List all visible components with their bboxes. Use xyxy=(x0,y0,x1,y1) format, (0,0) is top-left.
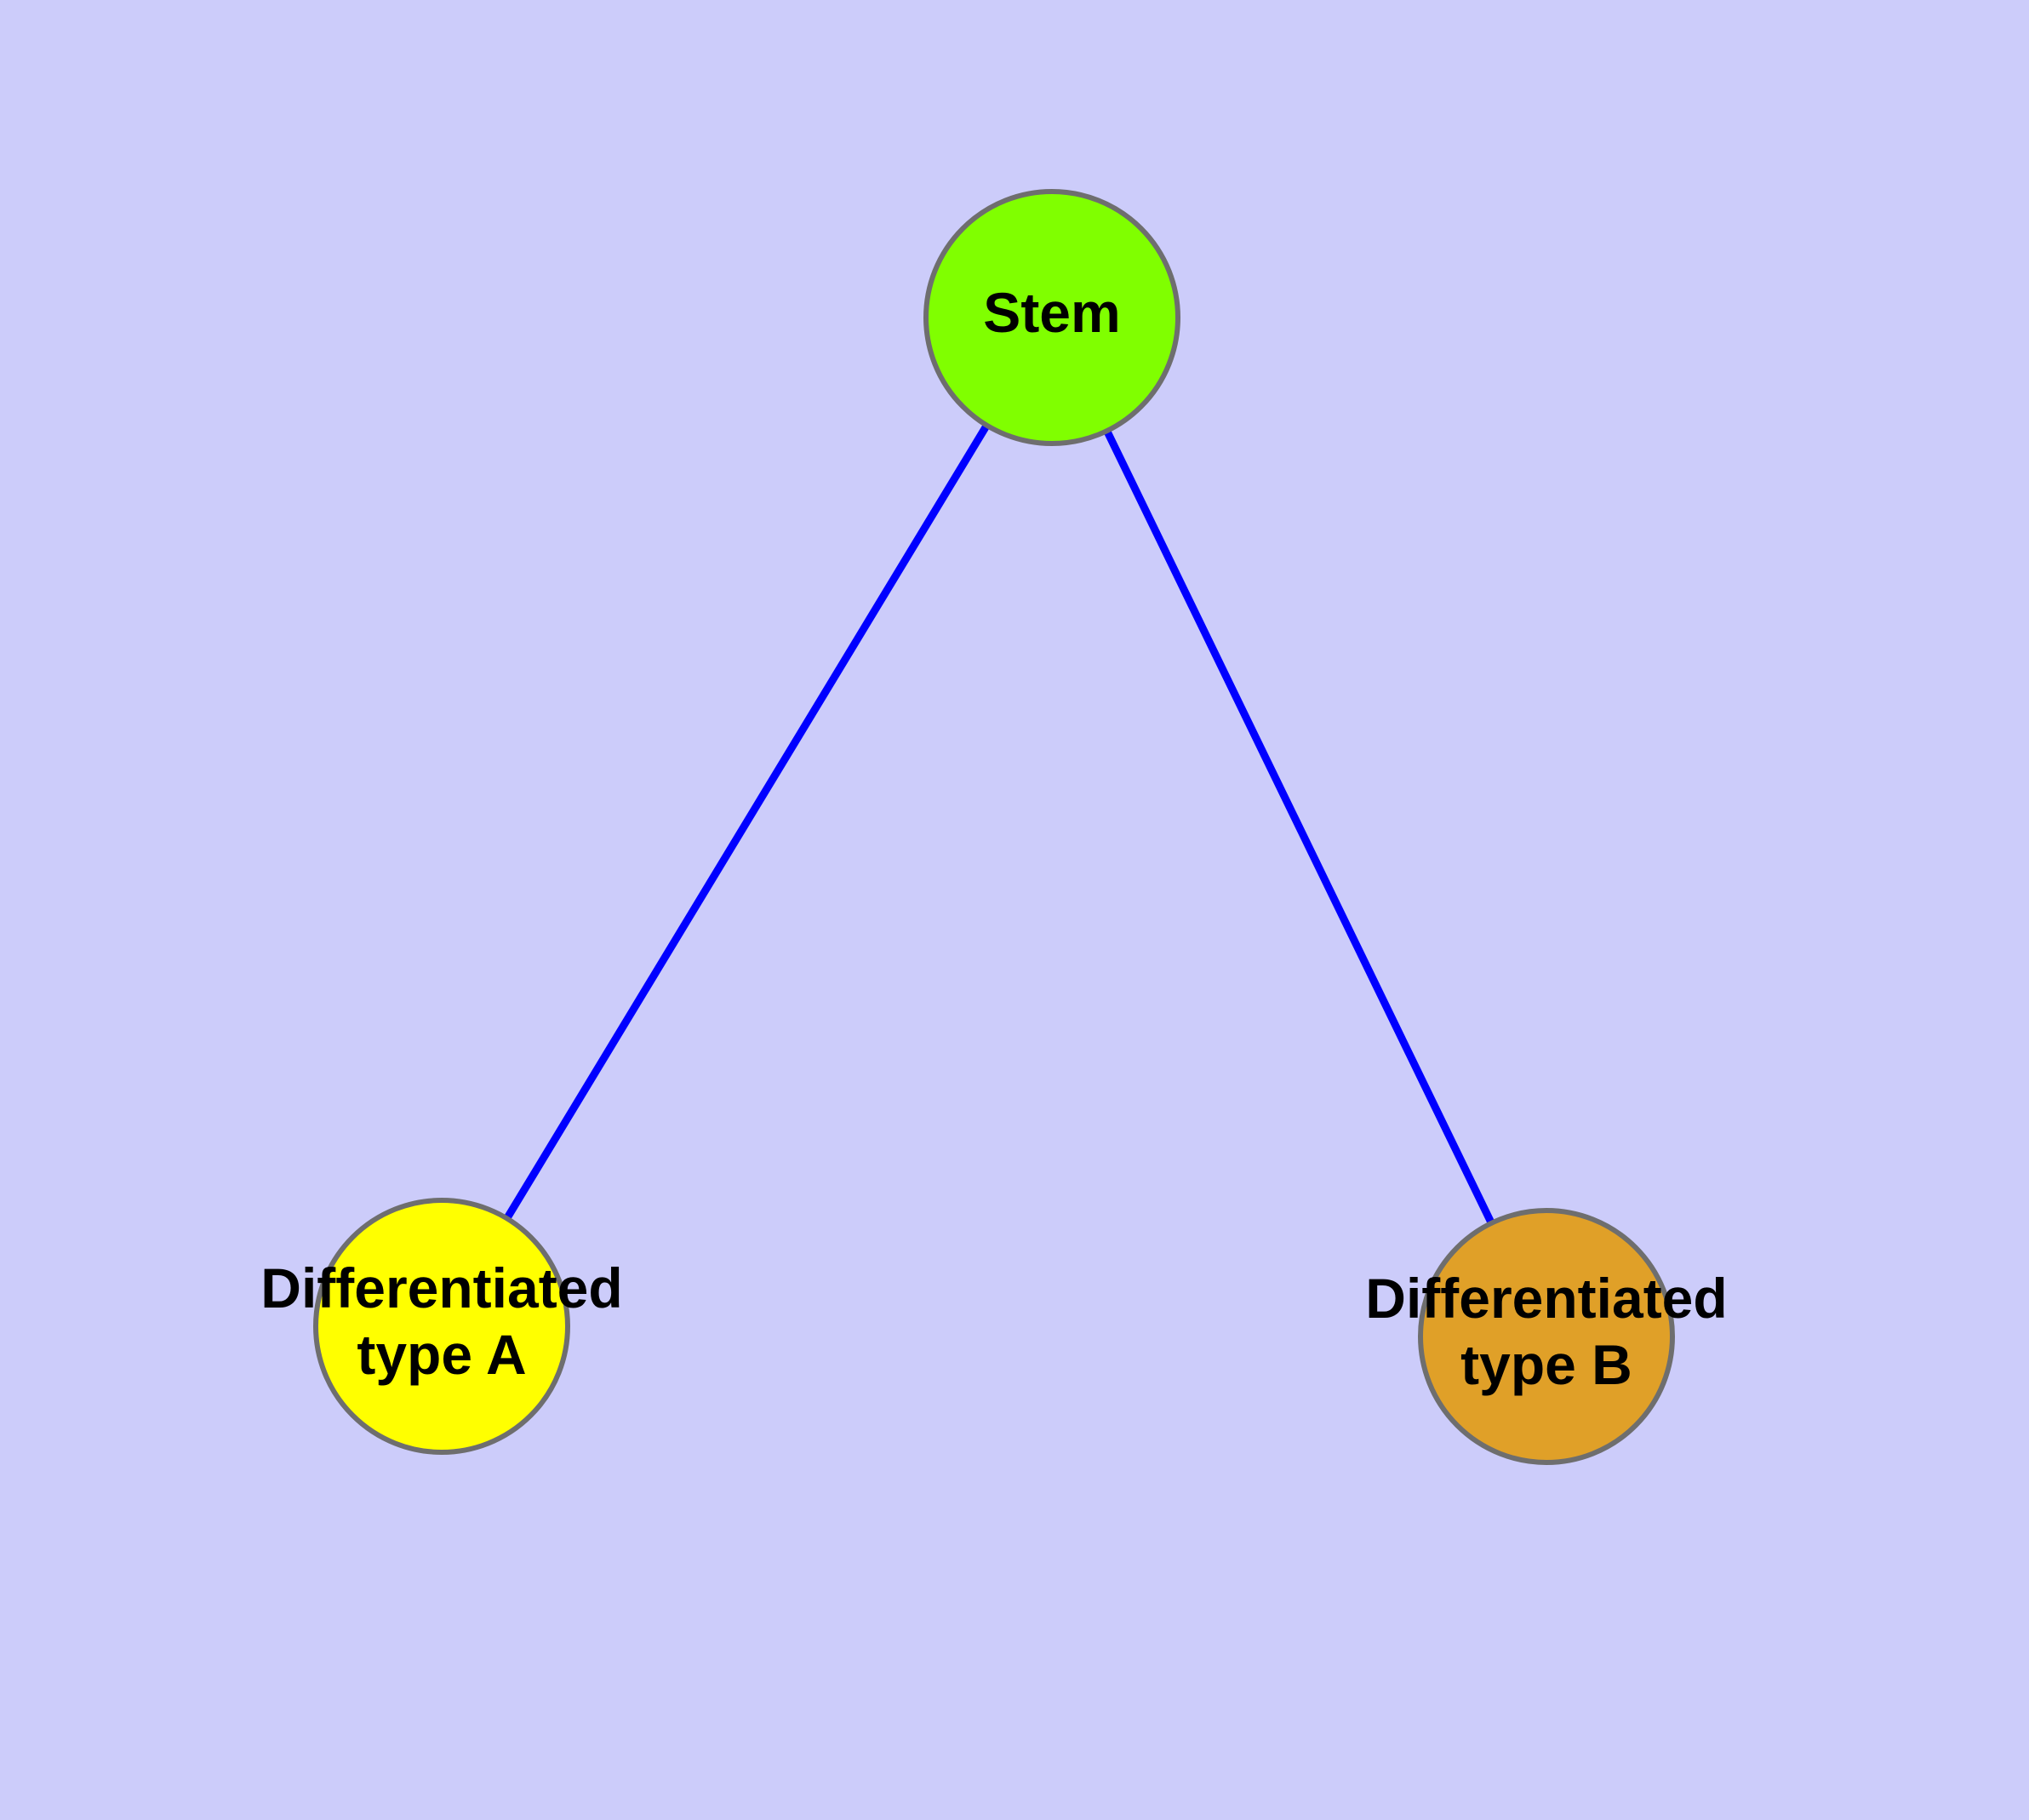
node-stem-label: Stem xyxy=(983,281,1120,344)
node-label-line: Stem xyxy=(983,281,1120,344)
node-label-line: type B xyxy=(1460,1333,1632,1396)
node-label-line: type A xyxy=(357,1323,526,1386)
node-differentiated-type-a-circle[interactable] xyxy=(313,1198,570,1455)
node-label-line: Differentiated xyxy=(260,1256,622,1319)
node-differentiated-type-b-circle[interactable] xyxy=(1418,1208,1675,1465)
node-stem[interactable]: Stem xyxy=(923,189,1180,446)
edge-layer xyxy=(438,315,1551,1338)
node-stem-circle[interactable] xyxy=(923,189,1180,446)
edge-stem-to-differentiated-type-b[interactable] xyxy=(1048,316,1551,1338)
edge-stem-to-differentiated-type-a[interactable] xyxy=(438,315,1055,1329)
node-label-line: Differentiated xyxy=(1365,1267,1727,1330)
